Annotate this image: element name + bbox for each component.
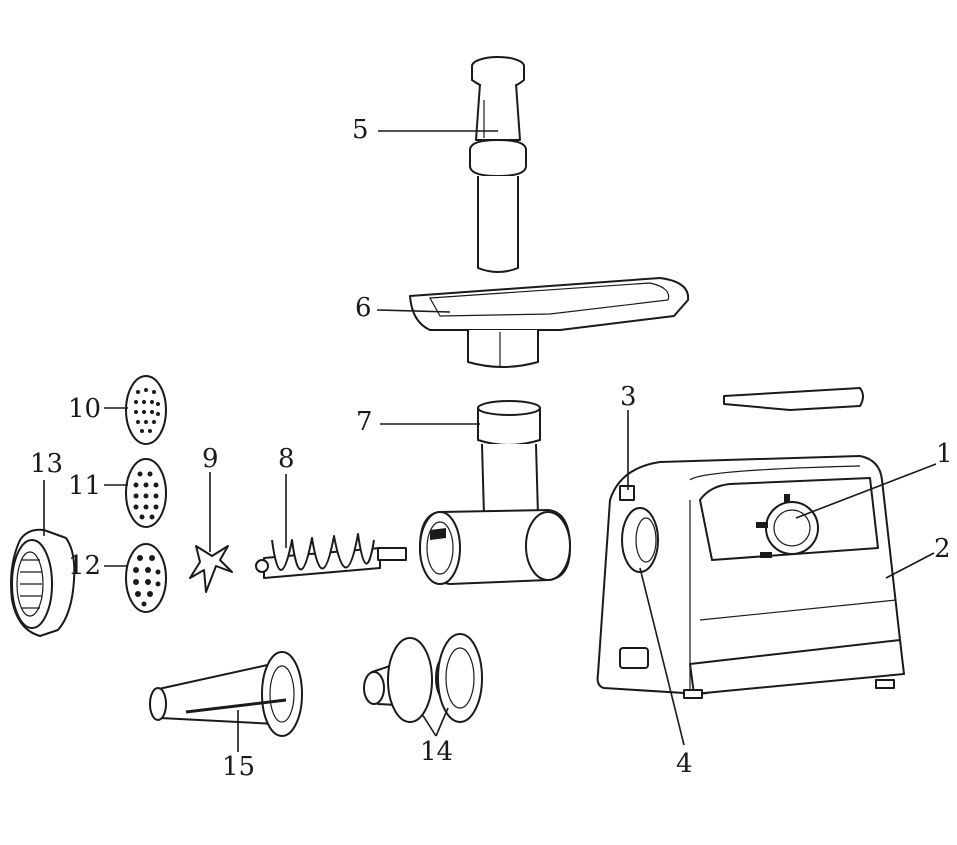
sausage-filler xyxy=(149,651,303,737)
label-4: 4 xyxy=(676,749,693,779)
mincing-plate-medium xyxy=(125,458,167,528)
label-14: 14 xyxy=(420,737,453,767)
label-8: 8 xyxy=(278,444,295,474)
plate-holes-coarse xyxy=(133,555,161,607)
label-7: 7 xyxy=(356,407,373,437)
label-6: 6 xyxy=(355,293,372,323)
mincing-plate-fine xyxy=(125,375,167,445)
label-5: 5 xyxy=(352,115,369,145)
label-13: 13 xyxy=(30,449,63,479)
auger-screw xyxy=(255,533,407,579)
label-10: 10 xyxy=(68,394,101,424)
label-15: 15 xyxy=(222,752,255,782)
label-9: 9 xyxy=(202,444,219,474)
ring-nut xyxy=(10,528,76,637)
label-3: 3 xyxy=(620,382,637,412)
callout-labels: 1 2 3 4 5 6 7 8 9 10 11 12 13 14 15 xyxy=(30,115,953,782)
plate-holes-fine xyxy=(134,388,160,433)
cross-blade xyxy=(189,545,233,593)
motor-housing xyxy=(596,455,905,699)
food-tray xyxy=(409,277,690,368)
leader-lines xyxy=(43,130,937,752)
top-cover-lid xyxy=(723,387,864,411)
label-12: 12 xyxy=(68,551,101,581)
food-pusher xyxy=(469,56,527,273)
plate-holes-medium xyxy=(133,471,159,520)
label-11: 11 xyxy=(68,471,101,501)
label-2: 2 xyxy=(934,534,951,564)
kubbe-attachment xyxy=(363,633,483,723)
label-1: 1 xyxy=(936,439,953,469)
mincing-plate-coarse xyxy=(125,543,167,613)
grinder-head xyxy=(419,400,571,585)
